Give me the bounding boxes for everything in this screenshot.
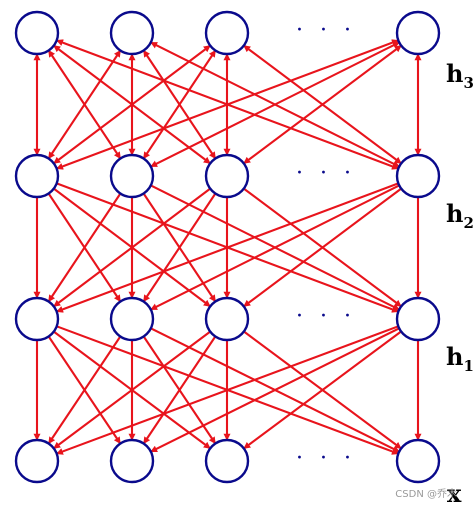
edge-h1-4-x-1 xyxy=(56,325,399,455)
node-h2-3 xyxy=(204,153,250,199)
ellipsis-group: · · · · · · · · · · · · xyxy=(296,18,356,471)
node-h3-4 xyxy=(395,10,441,56)
edge-h2-4-h1-1 xyxy=(56,182,399,313)
node-h2-1 xyxy=(14,153,60,199)
ellipsis-h3: · · · xyxy=(296,18,356,43)
edge-h2-3-h1-1 xyxy=(53,187,211,308)
node-h1-4 xyxy=(395,296,441,342)
node-h1-1 xyxy=(14,296,60,342)
edge-h2-3-h1-2 xyxy=(142,192,217,303)
edges xyxy=(33,39,422,455)
ellipsis-h2: · · · xyxy=(296,161,356,186)
node-h3-1 xyxy=(14,10,60,56)
layer-label-h1: h1 xyxy=(446,342,474,375)
edge-h1-4-x-3 xyxy=(243,330,402,450)
edge-h1-2-x-1 xyxy=(47,335,122,445)
node-x-2 xyxy=(109,438,155,484)
nodes xyxy=(14,10,441,484)
edge-h1-3-x-2 xyxy=(142,335,217,445)
node-h3-3 xyxy=(204,10,250,56)
node-h2-4 xyxy=(395,153,441,199)
edge-h2-4-h1-3 xyxy=(243,187,402,308)
node-h3-2 xyxy=(109,10,155,56)
node-x-1 xyxy=(14,438,60,484)
edge-h1-4-x-2 xyxy=(150,327,400,453)
edge-h1-3-x-1 xyxy=(53,330,211,450)
edge-h3-4-h2-3 xyxy=(243,44,402,165)
ellipsis-h1: · · · xyxy=(296,304,356,329)
node-h2-2 xyxy=(109,153,155,199)
node-h1-3 xyxy=(204,296,250,342)
edge-h2-4-h1-2 xyxy=(150,184,400,311)
node-h1-2 xyxy=(109,296,155,342)
ellipsis-x: · · · xyxy=(296,446,356,471)
layer-label-h3: h3 xyxy=(446,59,474,92)
node-x-4 xyxy=(395,438,441,484)
edge-h2-2-h1-1 xyxy=(47,192,122,303)
watermark: CSDN @乔木 xyxy=(395,489,457,500)
layer-label-h2: h2 xyxy=(446,199,474,232)
node-x-3 xyxy=(204,438,250,484)
layer-label-x: x xyxy=(447,479,462,508)
